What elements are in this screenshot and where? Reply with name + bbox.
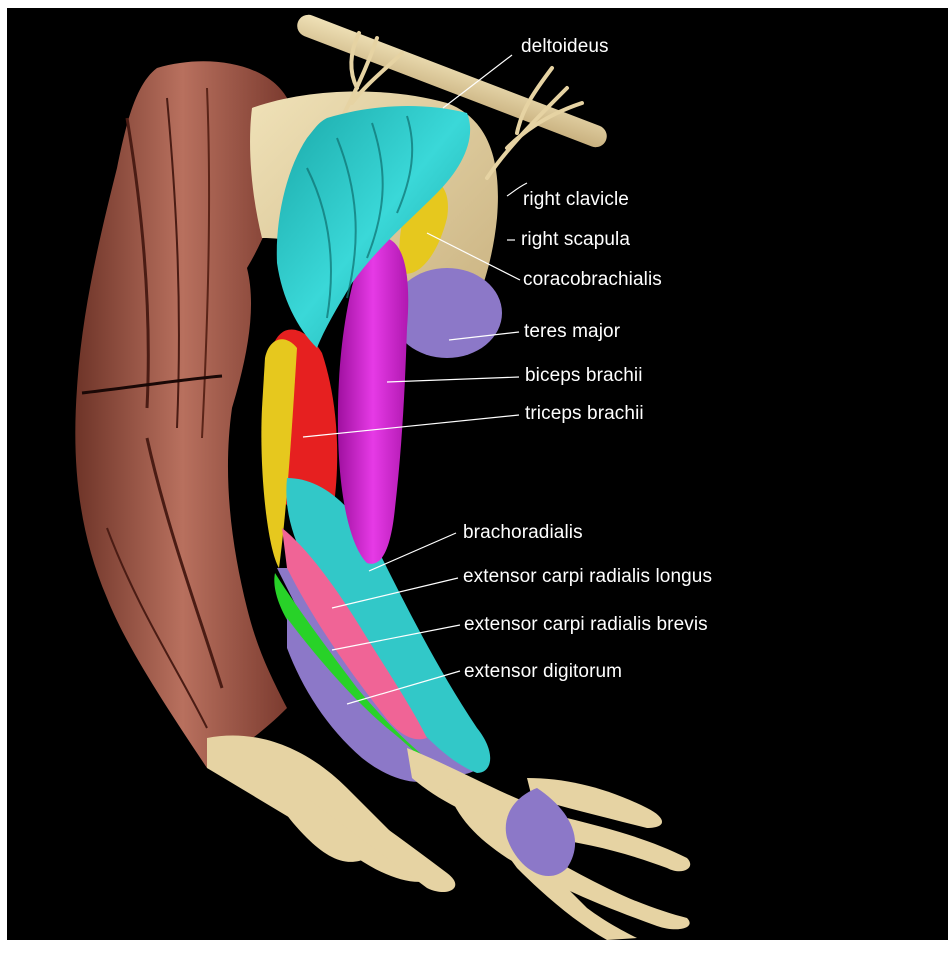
teres-major-shape — [392, 268, 502, 358]
label-coracobrachialis: coracobrachialis — [523, 269, 662, 291]
label-right-scapula: right scapula — [521, 229, 630, 251]
label-right-clavicle: right clavicle — [523, 189, 629, 211]
label-extensor-digitorum: extensor digitorum — [464, 661, 622, 683]
label-extensor-carpi-radialis-brevis: extensor carpi radialis brevis — [464, 614, 708, 636]
label-teres-major: teres major — [524, 321, 620, 343]
anatomy-figure: deltoideus right clavicle right scapula … — [7, 8, 948, 940]
arm-muscle-illustration — [7, 8, 948, 940]
label-brachoradialis: brachoradialis — [463, 522, 583, 544]
label-biceps-brachii: biceps brachii — [525, 365, 643, 387]
label-deltoideus: deltoideus — [521, 36, 609, 58]
label-triceps-brachii: triceps brachii — [525, 403, 644, 425]
label-extensor-carpi-radialis-longus: extensor carpi radialis longus — [463, 566, 712, 588]
